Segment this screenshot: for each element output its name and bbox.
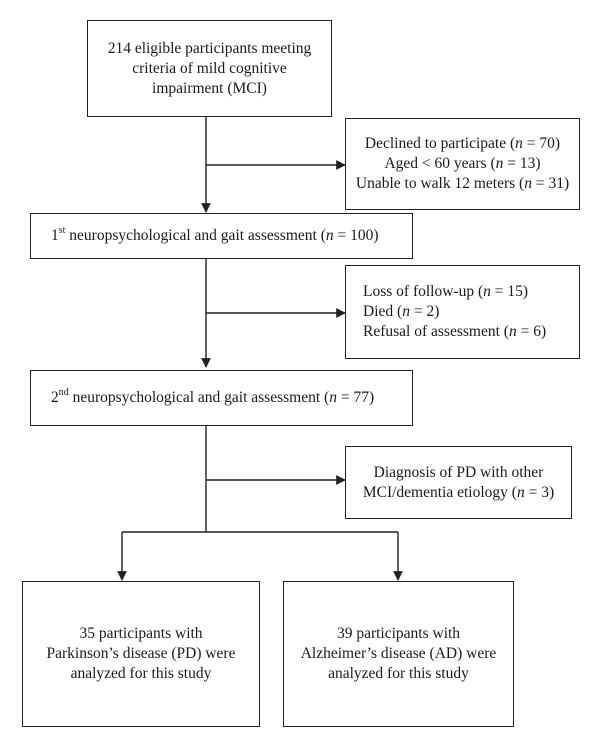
- eligible-line-3: impairment (MCI): [152, 79, 267, 97]
- eligible-line-2: criteria of mild cognitive: [132, 59, 287, 77]
- died-line: Died (n = 2): [363, 303, 440, 320]
- excluded-box-2: Loss of follow-up (n = 15) Died (n = 2) …: [345, 265, 580, 359]
- ad-line-2: Alzheimer’s disease (AD) were: [300, 645, 497, 662]
- excluded-box-3: Diagnosis of PD with other MCI/dementia …: [345, 446, 572, 519]
- diagnosis-line-2: MCI/dementia etiology (n = 3): [362, 483, 555, 501]
- second-assessment-box: 2nd neuropsychological and gait assessme…: [30, 370, 413, 426]
- pd-line-1: 35 participants with: [79, 625, 203, 642]
- pd-line-2: Parkinson’s disease (PD) were: [46, 645, 236, 662]
- second-assessment-text: 2nd neuropsychological and gait assessme…: [51, 386, 375, 406]
- ad-group-box: 39 participants with Alzheimer’s disease…: [283, 581, 514, 727]
- pd-line-3: analyzed for this study: [70, 665, 212, 682]
- declined-line: Declined to participate (n = 70): [364, 135, 561, 152]
- aged-line: Aged < 60 years (n = 13): [384, 155, 541, 172]
- eligible-participants-box: 214 eligible participants meeting criter…: [87, 20, 332, 117]
- refusal-line: Refusal of assessment (n = 6): [363, 323, 547, 340]
- pd-group-box: 35 participants with Parkinson’s disease…: [22, 581, 260, 727]
- excluded-box-1: Declined to participate (n = 70) Aged < …: [345, 118, 580, 210]
- eligible-line-1: 214 eligible participants meeting: [107, 39, 312, 57]
- unable-walk-line: Unable to walk 12 meters (n = 31): [355, 175, 570, 192]
- ad-line-1: 39 participants with: [336, 625, 461, 642]
- first-assessment-box: 1st neuropsychological and gait assessme…: [30, 213, 413, 259]
- first-assessment-text: 1st neuropsychological and gait assessme…: [51, 224, 379, 244]
- ad-line-3: analyzed for this study: [328, 665, 469, 682]
- diagnosis-line-1: Diagnosis of PD with other: [373, 463, 544, 481]
- loss-followup-line: Loss of follow-up (n = 15): [363, 283, 529, 300]
